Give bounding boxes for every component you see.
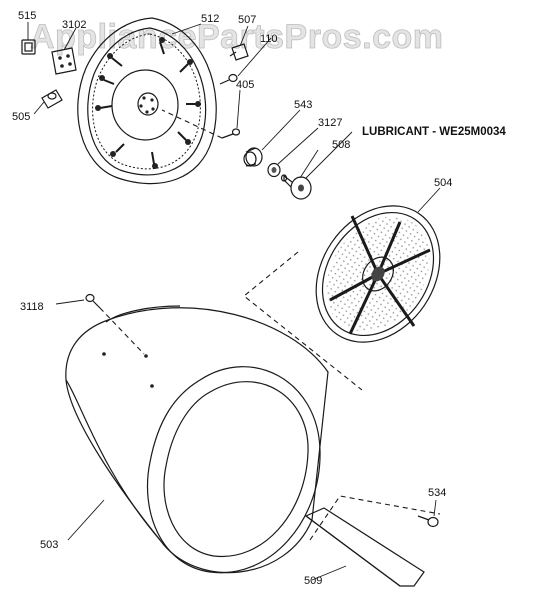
- label-509: 509: [304, 575, 322, 587]
- alignment-line-2: [309, 495, 441, 541]
- lubricant-note: LUBRICANT - WE25M0034: [362, 126, 506, 138]
- label-3118: 3118: [20, 301, 44, 313]
- label-3127: 3127: [318, 117, 342, 129]
- label-508: 508: [332, 139, 350, 151]
- washer-part: [267, 162, 281, 178]
- head-screw: [219, 73, 238, 85]
- label-503: 503: [40, 539, 58, 551]
- label-110: 110: [260, 33, 278, 45]
- clip-plate-part: [51, 47, 77, 75]
- drum-screw: [85, 293, 101, 309]
- shaft-part: [280, 174, 312, 200]
- label-515: 515: [18, 10, 36, 22]
- screw-axis-line: [99, 307, 145, 355]
- label-405: 405: [236, 79, 254, 91]
- label-507: 507: [238, 14, 256, 26]
- label-3102: 3102: [62, 19, 86, 31]
- bracket-part: [21, 39, 36, 55]
- axis-line: [161, 109, 223, 139]
- label-505: 505: [12, 111, 30, 123]
- watermark-text: AppliancePartsPros.com: [30, 18, 443, 56]
- drum-baffle-disc: [315, 205, 441, 343]
- label-512: 512: [201, 13, 219, 25]
- drum-baffle-bar: [304, 507, 425, 587]
- baffle-screw: [417, 515, 439, 528]
- screw-part: [221, 128, 241, 139]
- dryer-drum: [65, 305, 329, 574]
- rear-drum-head: [77, 17, 217, 185]
- leader-lines: [27, 22, 441, 581]
- bearing-part: [243, 147, 263, 167]
- label-504: 504: [434, 177, 452, 189]
- label-534: 534: [428, 487, 446, 499]
- label-543: 543: [294, 99, 312, 111]
- bearing-pad-part: [41, 89, 63, 109]
